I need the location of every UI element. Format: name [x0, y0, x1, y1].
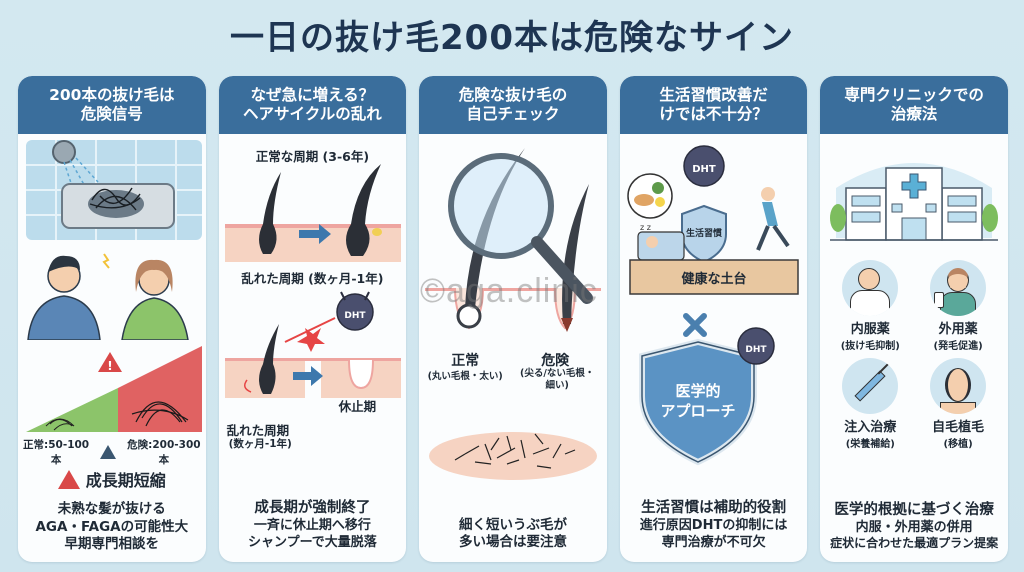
treatment-transplant: 自毛植毛 (移植) [914, 358, 1002, 450]
treatment-grid: 内服薬 (抜け毛抑制) 外用薬 (発毛促進) [826, 260, 1002, 450]
svg-text:DHT: DHT [745, 345, 767, 355]
clinic-building-illustration [830, 163, 999, 241]
warning-icon [57, 469, 80, 489]
vellus-hair-pile-illustration [429, 432, 598, 480]
scale-pointer-icon [100, 445, 117, 459]
card-line: 多い場合は要注意 [458, 534, 567, 551]
base-label: 健康な土台 [681, 271, 746, 287]
treatment-name: 外用薬 [938, 322, 978, 337]
shower-drain-illustration [26, 140, 202, 240]
dht-label: DHT [344, 311, 366, 321]
disturbed-sub: (数ヶ月-1年) [228, 438, 292, 450]
normal-sub: (丸い毛根・太い) [427, 371, 503, 382]
lifestyle-foundation-illustration: DHT 生活習慣 z z 健康な土台 [627, 145, 799, 295]
card-line: 進行原因DHTの抑制には [639, 518, 788, 534]
svg-text:医学的: 医学的 [675, 382, 720, 400]
card-clinic-treatment: 専門クリニックでの 治療法 [820, 76, 1008, 562]
card-line: AGA・FAGAの可能性大 [35, 518, 189, 535]
svg-text:z z: z z [640, 223, 651, 232]
card-self-check: 危険な抜け毛の 自己チェック 正常 (丸い毛根・太い) 危険 (尖る/ない毛根・… [419, 76, 607, 562]
disturbed-label: 乱れた周期 [226, 423, 290, 438]
normal-cycle-label: 正常な周期 (3-6年) [255, 149, 370, 164]
warning-title: 成長期短縮 [85, 471, 166, 490]
card-header: なぜ急に増える？ ヘアサイクルの乱れ [218, 76, 407, 134]
svg-text:!: ! [107, 359, 112, 373]
cards-row: 200本の抜け毛は 危険信号 [18, 76, 1008, 562]
treatment-injection: 注入治療 (栄養補給) [826, 358, 914, 450]
scale-danger-label: 危険:200-300本 [127, 439, 201, 466]
card-lifestyle: 生活習慣改善だ けでは不十分？ DHT 生活習慣 z z 健康な土台 [619, 76, 808, 562]
treatment-topical: 外用薬 (発毛促進) [914, 260, 1002, 352]
card-line: 専門治療が不可欠 [661, 535, 766, 551]
treatment-sub: (移植) [943, 439, 973, 450]
svg-text:アプローチ: アプローチ [660, 402, 735, 420]
treatment-name: 自毛植毛 [932, 420, 985, 435]
card-line: シャンプーで大量脱落 [247, 535, 377, 551]
dht-label: DHT [692, 164, 716, 175]
card-line: 細く短いうぶ毛が [458, 516, 567, 533]
card-line: 早期専門相談を [64, 536, 160, 553]
card-danger-signal: 200本の抜け毛は 危険信号 [18, 76, 206, 562]
treatment-name: 内服薬 [850, 322, 890, 337]
hair-amount-scale: ! [26, 346, 202, 432]
worried-people-illustration [27, 253, 189, 340]
treatment-sub: (抜け毛抑制) [840, 341, 900, 352]
card-header: 200本の抜け毛は 危険信号 [18, 76, 206, 134]
syringe-icon [842, 358, 899, 414]
card-line: 一斉に休止期へ移行 [253, 518, 371, 534]
magnifier-hair-illustration [425, 148, 602, 332]
card-hair-cycle: なぜ急に増える？ ヘアサイクルの乱れ 正常な周期 (3-6年) 乱れた周期 (数… [218, 76, 407, 562]
danger-label: 危険 [541, 353, 570, 369]
normal-cycle-illustration [224, 164, 401, 262]
card-header: 生活習慣改善だ けでは不十分？ [619, 76, 808, 134]
balding-head-icon [930, 358, 987, 414]
treatment-sub: (発毛促進) [933, 341, 983, 352]
card-line: 未熟な髪が抜ける [57, 501, 166, 518]
treatment-oral: 内服薬 (抜け毛抑制) [826, 260, 914, 352]
disturbed-cycle-illustration: DHT [224, 291, 401, 398]
shield-small-label: 生活習慣 [686, 227, 722, 239]
disturbed-cycle-label: 乱れた周期 (数ヶ月-1年) [241, 271, 384, 286]
card-main-text: 医学的根拠に基づく治療 [834, 501, 994, 518]
woman-with-bottle-icon [930, 260, 987, 316]
card-line: 内服・外用薬の併用 [855, 519, 973, 535]
card-main-text: 生活習慣は補助的役割 [641, 500, 787, 517]
telogen-label: 休止期 [338, 399, 377, 414]
danger-sub: (尖る/ない毛根・ 細い) [520, 368, 595, 392]
treatment-sub: (栄養補給) [845, 439, 895, 450]
card-line: 症状に合わせた最適プラン提案 [830, 536, 999, 551]
card-header: 危険な抜け毛の 自己チェック [419, 76, 607, 134]
card-main-text: 成長期が強制終了 [254, 500, 371, 517]
card-header: 専門クリニックでの 治療法 [820, 76, 1008, 134]
scale-normal-label: 正常:50-100本 [23, 439, 90, 466]
normal-label: 正常 [451, 353, 480, 369]
treatment-name: 注入治療 [844, 420, 897, 435]
medical-shield-illustration: 医学的 アプローチ DHT [638, 313, 775, 466]
doctor-icon [842, 260, 899, 316]
page-title: 一日の抜け毛200本は危険なサイン [230, 18, 794, 58]
